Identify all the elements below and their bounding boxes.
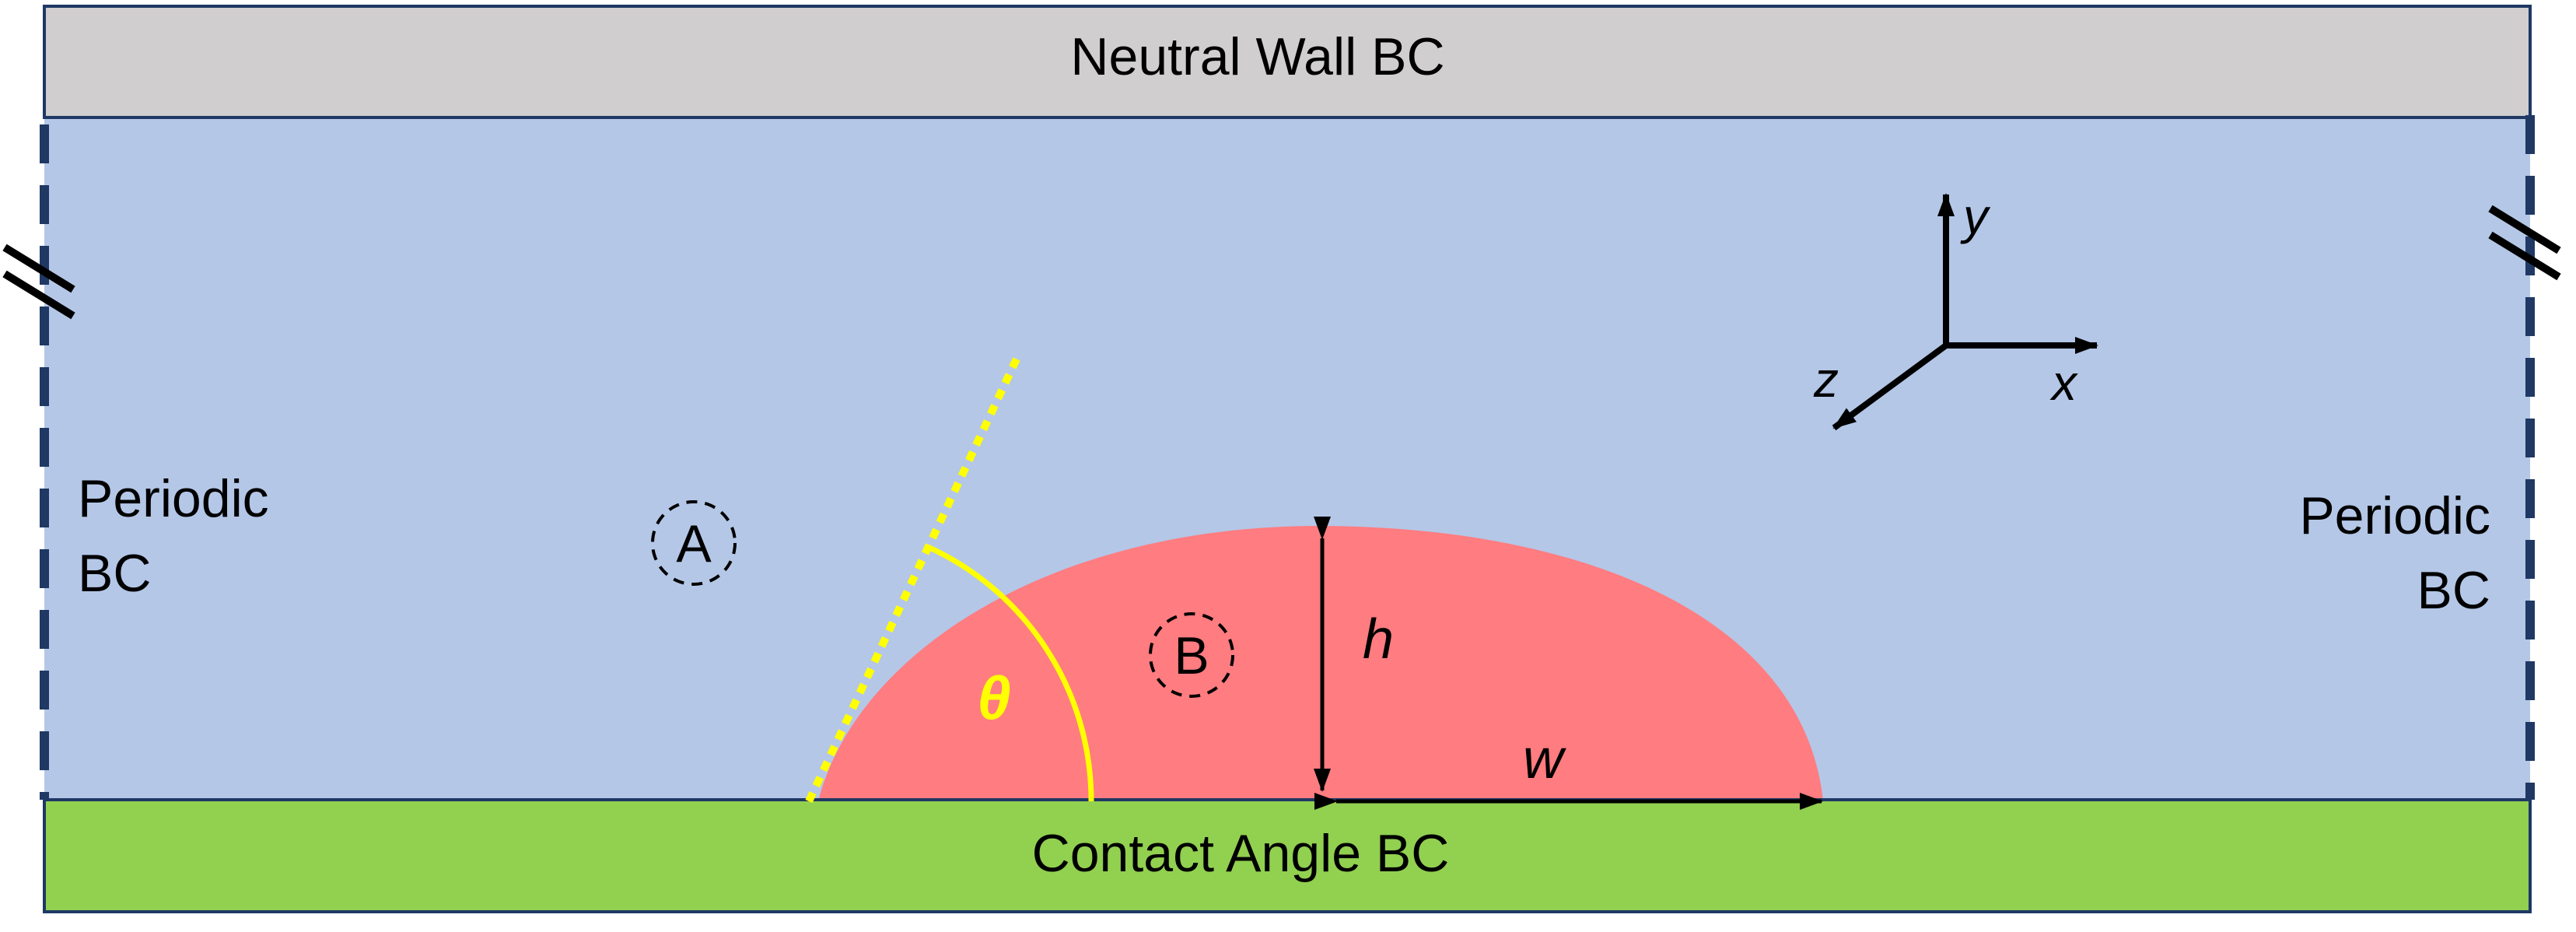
z-axis-label: z: [1813, 352, 1839, 408]
left-periodic-label-line1: Periodic: [78, 469, 269, 528]
right-periodic-label-line2: BC: [2417, 561, 2490, 620]
contact-angle-wall: [43, 798, 2532, 913]
left-periodic-label-line2: BC: [78, 544, 151, 603]
phase-b-label: B: [1174, 626, 1209, 685]
right-break-mark: [2488, 205, 2561, 281]
height-label: h: [1363, 608, 1394, 671]
z-axis-arrow: [1832, 342, 1948, 431]
contact-tangent-line: [805, 352, 1023, 804]
contact-angle-arc: [926, 544, 1094, 802]
width-label: w: [1523, 728, 1566, 790]
phase-b-marker: [1149, 612, 1234, 698]
y-axis-label: y: [1960, 188, 1991, 244]
contact-angle-symbol: θ: [977, 664, 1011, 732]
left-break-mark: [2, 244, 75, 320]
contact-angle-wall-label: Contact Angle BC: [1032, 824, 1450, 883]
x-axis-label: x: [2049, 355, 2078, 411]
phase-a-label: A: [676, 514, 712, 573]
coordinate-axes: [1832, 193, 2098, 431]
neutral-wall: [43, 5, 2532, 119]
neutral-wall-label: Neutral Wall BC: [1070, 27, 1444, 86]
right-periodic-label-line1: Periodic: [2299, 486, 2490, 545]
phase-a-marker: [651, 500, 737, 586]
